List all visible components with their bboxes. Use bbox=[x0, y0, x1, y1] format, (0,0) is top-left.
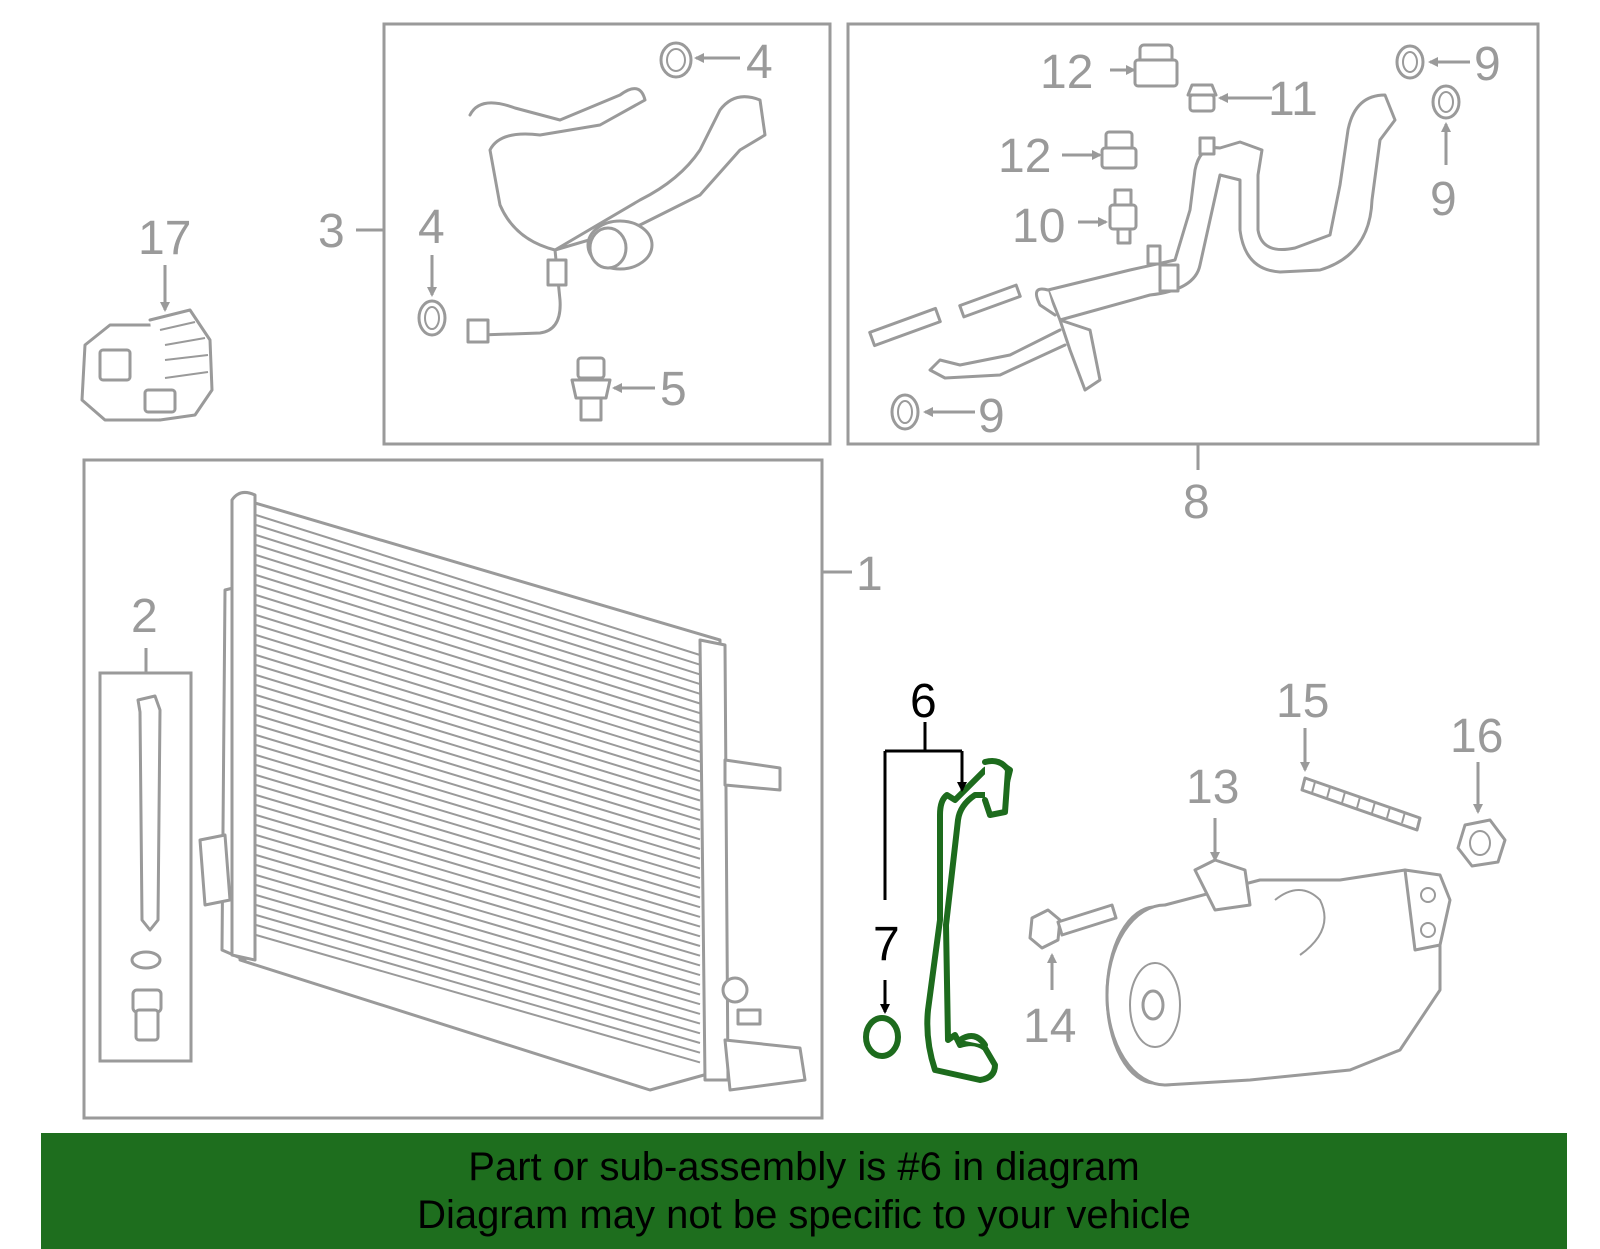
info-banner: Part or sub-assembly is #6 in diagram Di… bbox=[41, 1133, 1567, 1249]
condenser-fin bbox=[255, 854, 701, 986]
condenser-fin bbox=[255, 634, 701, 773]
ac-line-6[interactable] bbox=[924, 758, 1013, 1083]
condenser-fin bbox=[255, 904, 701, 1035]
condenser-fin bbox=[255, 764, 701, 899]
condenser-fin bbox=[255, 864, 701, 996]
bolt-14[interactable] bbox=[1028, 903, 1118, 950]
callout-10: 10 bbox=[1012, 200, 1065, 253]
o-ring-4-left[interactable] bbox=[417, 299, 447, 337]
cap-12-upper[interactable] bbox=[1133, 43, 1179, 88]
condenser-fin bbox=[255, 934, 701, 1064]
condenser-fin bbox=[255, 594, 701, 734]
condenser-fin bbox=[255, 554, 701, 695]
cap-12-lower[interactable] bbox=[1100, 130, 1138, 170]
nut-16[interactable] bbox=[1456, 818, 1507, 868]
condenser-fin bbox=[255, 824, 701, 957]
valve-11[interactable] bbox=[1186, 83, 1218, 113]
callout-12b: 12 bbox=[998, 130, 1051, 183]
condenser-fin bbox=[255, 814, 701, 947]
callout-9a: 9 bbox=[1474, 38, 1501, 91]
condenser-fin bbox=[255, 784, 701, 918]
pressure-switch-5[interactable] bbox=[570, 356, 612, 422]
condenser-fin bbox=[255, 794, 701, 928]
condenser-fin bbox=[255, 834, 701, 967]
condenser-fin bbox=[255, 624, 701, 763]
condenser-fin bbox=[255, 584, 701, 724]
condenser-fin bbox=[255, 884, 701, 1015]
sensor-10[interactable] bbox=[1108, 188, 1138, 245]
condenser-fin bbox=[255, 744, 701, 880]
hose-assembly-3[interactable] bbox=[466, 87, 767, 344]
callout-15: 15 bbox=[1276, 675, 1329, 728]
condenser-fin bbox=[255, 674, 701, 812]
o-ring-4-upper[interactable] bbox=[659, 41, 693, 79]
condenser-fin bbox=[255, 604, 701, 744]
o-ring-9-top[interactable] bbox=[1395, 44, 1425, 80]
bracket-6 bbox=[883, 722, 962, 900]
condenser-fin bbox=[255, 924, 701, 1054]
condenser-fin bbox=[255, 564, 701, 705]
condenser-fin bbox=[255, 524, 701, 666]
group-box-3 bbox=[382, 22, 832, 446]
condenser-fin bbox=[255, 724, 701, 860]
callout-16: 16 bbox=[1450, 710, 1503, 763]
callout-5: 5 bbox=[660, 363, 687, 416]
callout-9b: 9 bbox=[1430, 173, 1457, 226]
group-box-8 bbox=[846, 22, 1540, 446]
callout-17: 17 bbox=[138, 212, 191, 265]
condenser-fin bbox=[255, 704, 701, 841]
condenser-fin bbox=[255, 874, 701, 1006]
condenser-fin bbox=[255, 664, 701, 802]
callout-13: 13 bbox=[1186, 761, 1239, 814]
desiccant-2[interactable] bbox=[130, 694, 163, 1042]
condenser-fin bbox=[255, 714, 701, 850]
o-ring-9-right[interactable] bbox=[1431, 84, 1461, 120]
connector-17[interactable] bbox=[80, 308, 214, 422]
condenser-fin bbox=[255, 544, 701, 686]
condenser-fin bbox=[255, 574, 701, 715]
callout-6: 6 bbox=[910, 675, 937, 728]
callout-3: 3 bbox=[318, 205, 345, 258]
condenser-fin bbox=[255, 694, 701, 831]
o-ring-9-bottom[interactable] bbox=[890, 393, 920, 431]
condenser-fins bbox=[255, 514, 701, 1064]
condenser-fin bbox=[255, 914, 701, 1044]
callout-12a: 12 bbox=[1040, 46, 1093, 99]
callout-8: 8 bbox=[1183, 476, 1210, 529]
core-valve-left[interactable] bbox=[868, 283, 1022, 348]
callout-9c: 9 bbox=[978, 390, 1005, 443]
stud-15[interactable] bbox=[1300, 776, 1422, 832]
callout-14: 14 bbox=[1023, 1000, 1076, 1053]
callout-4b: 4 bbox=[418, 201, 445, 254]
callout-2: 2 bbox=[131, 590, 158, 643]
condenser-fin bbox=[255, 534, 701, 676]
o-ring-7[interactable] bbox=[863, 1015, 901, 1059]
banner-line-1: Part or sub-assembly is #6 in diagram bbox=[468, 1145, 1140, 1189]
condenser-fin bbox=[255, 844, 701, 977]
condenser-fin bbox=[255, 894, 701, 1025]
callout-1: 1 bbox=[856, 548, 883, 601]
callout-7: 7 bbox=[873, 918, 900, 971]
hose-assembly-8[interactable] bbox=[928, 93, 1397, 392]
callout-4a: 4 bbox=[746, 36, 773, 89]
condenser-fin bbox=[255, 684, 701, 821]
condenser-fin bbox=[255, 774, 701, 909]
condenser-1[interactable] bbox=[198, 490, 807, 1092]
condenser-fin bbox=[255, 804, 701, 938]
callout-11: 11 bbox=[1268, 73, 1318, 126]
condenser-fin bbox=[255, 514, 701, 656]
condenser-fin bbox=[255, 734, 701, 870]
condenser-fin bbox=[255, 614, 701, 753]
group-box-1 bbox=[82, 458, 824, 1120]
condenser-fin bbox=[255, 654, 701, 792]
condenser-fin bbox=[255, 754, 701, 889]
condenser-fin bbox=[255, 644, 701, 783]
banner-line-2: Diagram may not be specific to your vehi… bbox=[417, 1193, 1191, 1237]
compressor-13[interactable] bbox=[1105, 858, 1452, 1087]
